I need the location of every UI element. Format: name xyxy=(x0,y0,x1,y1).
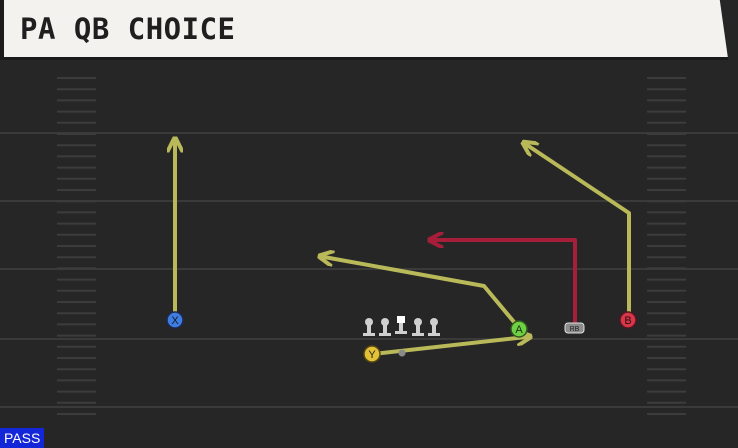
player-x[interactable]: X xyxy=(166,311,184,329)
routes xyxy=(175,143,631,356)
player-b[interactable]: B xyxy=(619,311,637,329)
hash-marks-right xyxy=(647,77,686,415)
player-b-label: B xyxy=(624,315,631,327)
player-x-label: X xyxy=(171,315,179,327)
player-rb-label: RB xyxy=(570,326,580,333)
center-icon xyxy=(395,316,407,334)
play-field: X Y A B RB xyxy=(0,77,738,415)
route-b-post xyxy=(527,145,631,320)
lineman-icon xyxy=(412,318,424,336)
player-y[interactable]: Y xyxy=(363,345,381,363)
lineman-icon xyxy=(379,318,391,336)
player-rb[interactable]: RB xyxy=(564,322,585,334)
play-header: PA QB CHOICE xyxy=(0,0,738,60)
play-title: PA QB CHOICE xyxy=(20,12,236,46)
hash-marks-left xyxy=(57,77,96,415)
route-a-corner xyxy=(324,257,521,330)
header-slant xyxy=(719,0,738,60)
player-a[interactable]: A xyxy=(510,320,528,338)
yard-lines xyxy=(0,132,738,408)
play-type-badge: PASS xyxy=(0,428,45,448)
lineman-icon xyxy=(363,318,375,336)
header-accent xyxy=(0,0,4,60)
player-y-label: Y xyxy=(368,349,376,361)
route-rb-wheel xyxy=(434,240,577,325)
player-a-label: A xyxy=(515,324,523,336)
lineman-icon xyxy=(428,318,440,336)
quarterback-marker xyxy=(398,349,406,357)
offensive-line xyxy=(363,316,440,336)
route-y-flat xyxy=(371,337,526,356)
